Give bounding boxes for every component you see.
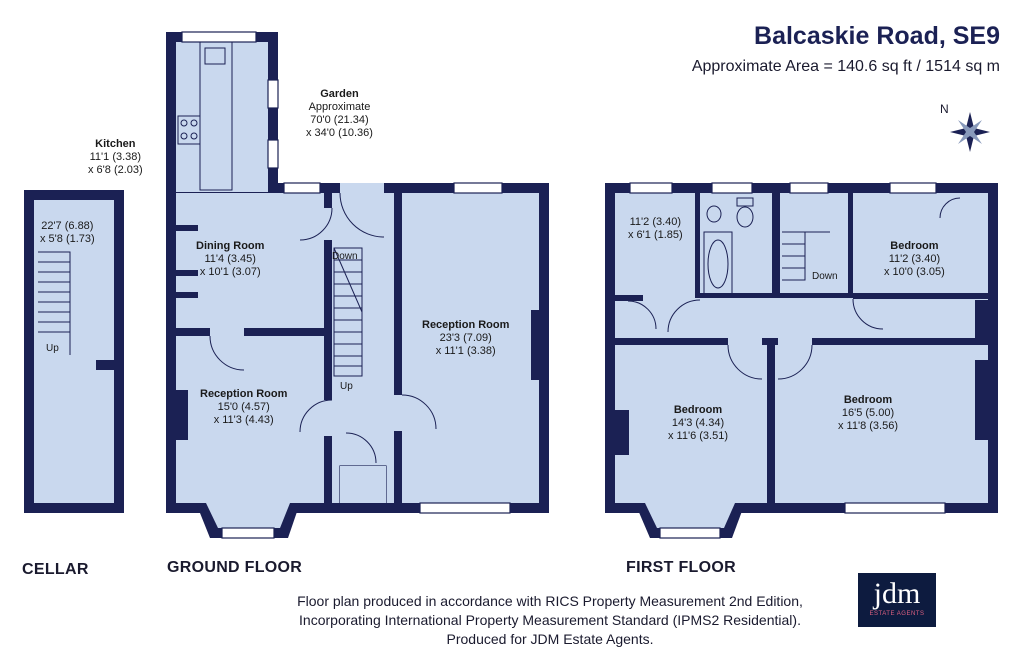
dining-room-label: Dining Room 11'4 (3.45) x 10'1 (3.07)	[196, 240, 264, 279]
property-title: Balcaskie Road, SE9	[754, 22, 1000, 50]
ff-bedroom-front-right-name: Bedroom	[843, 394, 893, 406]
reception-front-dim2: x 11'3 (4.43)	[213, 414, 274, 426]
footer-line3: Produced for JDM Estate Agents.	[446, 631, 654, 647]
ff-bedroom-rear-label: Bedroom 11'2 (3.40) x 10'0 (3.05)	[884, 240, 945, 279]
first-floor-plan	[605, 182, 998, 539]
ground-stairs-up: Up	[340, 381, 353, 392]
ff-small-dim1: 11'2 (3.40)	[629, 216, 682, 228]
ground-stairs-down: Down	[332, 251, 358, 262]
cellar-dim1: 22'7 (6.88)	[41, 220, 94, 232]
reception-front-dim1: 15'0 (4.57)	[217, 401, 270, 413]
ff-bedroom-front-left-name: Bedroom	[673, 404, 723, 416]
ff-small-dim2: x 6'1 (1.85)	[628, 229, 683, 241]
ground-stairs	[333, 247, 363, 377]
garden-name: Garden	[320, 88, 359, 100]
cellar-plan	[24, 190, 124, 513]
first-stairs-down: Down	[812, 271, 838, 282]
ff-bedroom-front-right-label: Bedroom 16'5 (5.00) x 11'8 (3.56)	[838, 394, 898, 433]
footer-note: Floor plan produced in accordance with R…	[215, 592, 885, 649]
footer-line1: Floor plan produced in accordance with R…	[297, 593, 803, 609]
ground-floor-plan	[166, 31, 549, 539]
ff-bedroom-rear-dim2: x 10'0 (3.05)	[884, 266, 945, 278]
cellar-label: 22'7 (6.88) x 5'8 (1.73)	[40, 220, 95, 246]
logo-sub: ESTATE AGENTS	[869, 611, 925, 617]
garden-dim1: 70'0 (21.34)	[310, 114, 369, 126]
kitchen-dim1: 11'1 (3.38)	[89, 151, 142, 163]
kitchen-name: Kitchen	[95, 138, 136, 150]
compass-north-label: N	[940, 102, 949, 116]
ff-bedroom-front-right-dim2: x 11'8 (3.56)	[838, 420, 898, 432]
dining-room-dim1: 11'4 (3.45)	[204, 253, 256, 265]
cellar-stairs	[38, 251, 71, 355]
logo-brand: jdm	[873, 577, 921, 610]
cellar-stairs-up: Up	[46, 343, 59, 354]
footer-line2: Incorporating International Property Mea…	[299, 612, 801, 628]
jdm-logo: jdm ESTATE AGENTS	[858, 573, 936, 627]
reception-back-name: Reception Room	[422, 319, 510, 331]
compass-rose-icon	[950, 112, 990, 152]
reception-front-name: Reception Room	[200, 388, 288, 400]
ff-bedroom-rear-name: Bedroom	[890, 240, 939, 252]
dining-room-name: Dining Room	[196, 240, 265, 252]
reception-back-label: Reception Room 23'3 (7.09) x 11'1 (3.38)	[422, 319, 509, 358]
reception-front-label: Reception Room 15'0 (4.57) x 11'3 (4.43)	[200, 388, 287, 427]
floor-title-first: FIRST FLOOR	[626, 559, 736, 576]
reception-back-dim2: x 11'1 (3.38)	[435, 345, 496, 357]
floor-title-ground: GROUND FLOOR	[167, 559, 303, 576]
reception-back-dim1: 23'3 (7.09)	[439, 332, 492, 344]
kitchen-dim2: x 6'8 (2.03)	[88, 164, 143, 176]
garden-label: Garden Approximate 70'0 (21.34) x 34'0 (…	[306, 88, 373, 140]
ff-bedroom-rear-dim1: 11'2 (3.40)	[888, 253, 941, 265]
ff-bedroom-front-left-label: Bedroom 14'3 (4.34) x 11'6 (3.51)	[668, 404, 728, 443]
cellar-dim2: x 5'8 (1.73)	[40, 233, 95, 245]
approximate-area: Approximate Area = 140.6 sq ft / 1514 sq…	[691, 58, 1000, 75]
ff-small-room-label: 11'2 (3.40) x 6'1 (1.85)	[628, 216, 683, 242]
ff-bedroom-front-left-dim2: x 11'6 (3.51)	[668, 430, 728, 442]
garden-dim2: x 34'0 (10.36)	[306, 127, 373, 139]
ff-bedroom-front-right-dim1: 16'5 (5.00)	[841, 407, 895, 419]
kitchen-label: Kitchen 11'1 (3.38) x 6'8 (2.03)	[88, 138, 143, 177]
floor-title-cellar: CELLAR	[22, 561, 89, 578]
garden-approx: Approximate	[308, 101, 371, 113]
ff-bedroom-front-left-dim1: 14'3 (4.34)	[671, 417, 725, 429]
dining-room-dim2: x 10'1 (3.07)	[199, 266, 261, 278]
first-stairs	[782, 231, 830, 281]
